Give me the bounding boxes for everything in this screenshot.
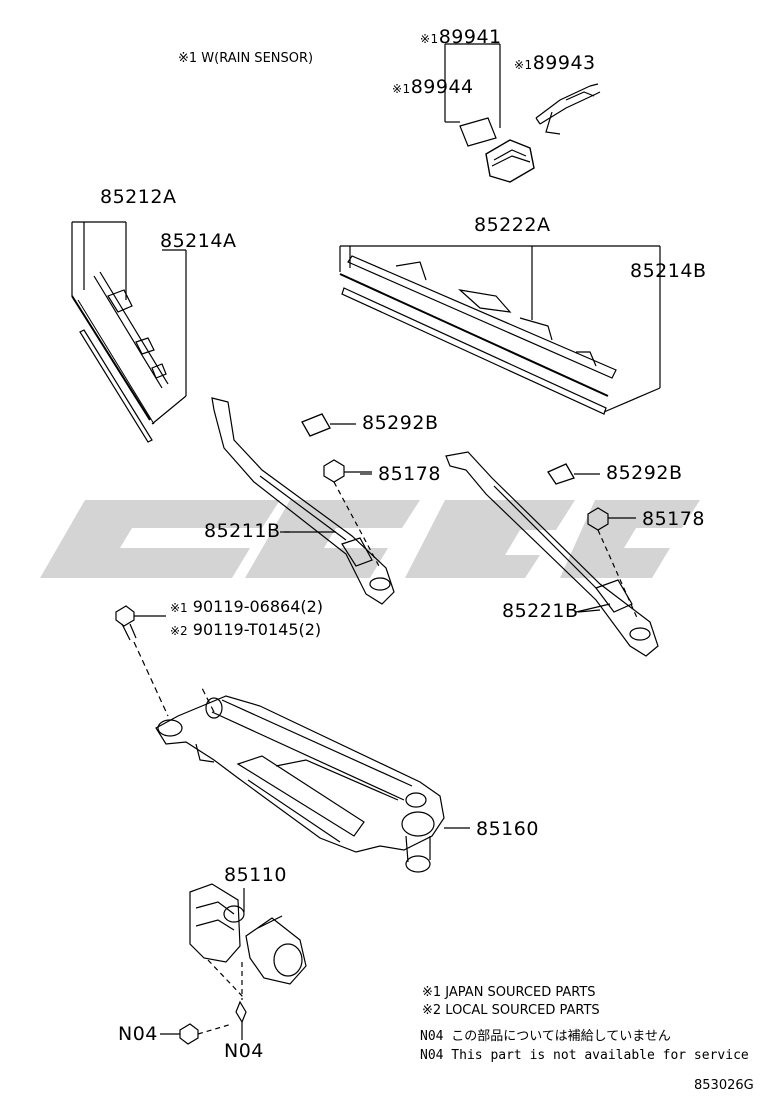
part-85292b-right[interactable]: 85292B: [606, 462, 683, 484]
part-85160[interactable]: 85160: [476, 818, 539, 840]
part-n04-left[interactable]: N04: [118, 1023, 158, 1045]
watermark-glyph-3: [405, 500, 575, 578]
cap-85292b-left: [301, 413, 331, 437]
legend-n04-english: N04 This part is not available for servi…: [420, 1048, 749, 1063]
nut-85178-left: [323, 459, 381, 569]
part-89944-number: 89944: [410, 76, 474, 98]
watermark-glyph-1: [40, 500, 280, 578]
rain-sensor-pad: [459, 117, 497, 147]
rain-sensor-option-label: ※1 W(RAIN SENSOR): [178, 51, 314, 66]
legend-local-sourced: ※2 LOCAL SOURCED PARTS: [422, 1003, 600, 1018]
part-89941[interactable]: ※189941: [420, 28, 502, 47]
wiper-link-assembly: [155, 695, 470, 873]
bolt-1-number: 90119-06864(2): [192, 597, 324, 616]
part-89941-mark: ※1: [420, 32, 439, 46]
rain-sensor-harness: [535, 85, 597, 135]
left-wiper-arm: [211, 397, 395, 605]
bolt-2-mark: ※2: [170, 624, 188, 638]
bolt-90119: [115, 605, 215, 717]
part-85214b[interactable]: 85214B: [630, 260, 707, 282]
watermark-glyph-4: [560, 500, 700, 578]
nut-85178-right: [587, 507, 639, 621]
part-85178-right[interactable]: 85178: [642, 508, 705, 530]
part-85214a[interactable]: 85214A: [160, 230, 237, 252]
legend-japan-sourced: ※1 JAPAN SOURCED PARTS: [422, 985, 596, 1000]
part-85292b-left[interactable]: 85292B: [362, 412, 439, 434]
part-89944[interactable]: ※189944: [392, 78, 474, 97]
part-89943-mark: ※1: [514, 58, 533, 72]
wiper-motor: [160, 883, 307, 1045]
part-90119-t0145[interactable]: ※2 90119-T0145(2): [170, 622, 321, 638]
watermark-logo: [40, 500, 700, 578]
part-85110[interactable]: 85110: [224, 864, 287, 886]
part-85222a[interactable]: 85222A: [474, 214, 551, 236]
rain-sensor-unit: [485, 139, 535, 183]
part-89943-number: 89943: [532, 52, 596, 74]
diagram-id: 853026G: [694, 1078, 754, 1093]
part-85211b[interactable]: 85211B: [204, 520, 281, 542]
cap-85292b-right: [547, 463, 575, 485]
part-89944-mark: ※1: [392, 82, 411, 96]
right-wiper-blade: [339, 245, 661, 415]
part-85212a[interactable]: 85212A: [100, 186, 177, 208]
legend-n04-japanese: N04 この部品については補給していません: [420, 1029, 671, 1044]
part-85178-left[interactable]: 85178: [378, 463, 441, 485]
bolt-1-mark: ※1: [170, 601, 188, 615]
rain-sensor-group: [444, 43, 601, 183]
part-89943[interactable]: ※189943: [514, 54, 596, 73]
right-wiper-arm: [445, 451, 659, 657]
part-89941-number: 89941: [438, 26, 502, 48]
left-wiper-blade: [71, 221, 187, 443]
part-n04-bottom[interactable]: N04: [224, 1040, 264, 1062]
part-90119-06864[interactable]: ※1 90119-06864(2): [170, 599, 323, 615]
bolt-2-number: 90119-T0145(2): [192, 620, 322, 639]
part-85221b[interactable]: 85221B: [502, 600, 579, 622]
